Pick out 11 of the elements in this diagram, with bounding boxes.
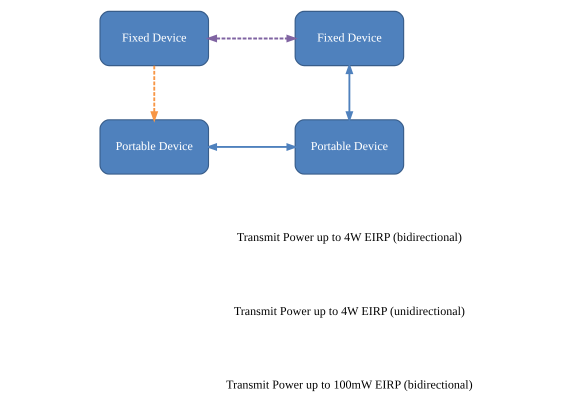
node-box: Portable Device bbox=[294, 119, 404, 175]
arrow bbox=[205, 34, 298, 42]
node-box: Fixed Device bbox=[294, 10, 404, 66]
arrow bbox=[344, 62, 353, 123]
node-box: Portable Device bbox=[98, 119, 209, 175]
arrow bbox=[205, 143, 298, 151]
arrow bbox=[150, 66, 158, 123]
legend-label: Transmit Power up to 4W EIRP (unidirectional) bbox=[233, 304, 464, 318]
legend-label: Transmit Power up to 4W EIRP (bidirectional) bbox=[236, 230, 462, 244]
node-box: Fixed Device bbox=[98, 10, 209, 66]
legend-label: Transmit Power up to 100mW EIRP (bidirectional) bbox=[226, 378, 472, 392]
